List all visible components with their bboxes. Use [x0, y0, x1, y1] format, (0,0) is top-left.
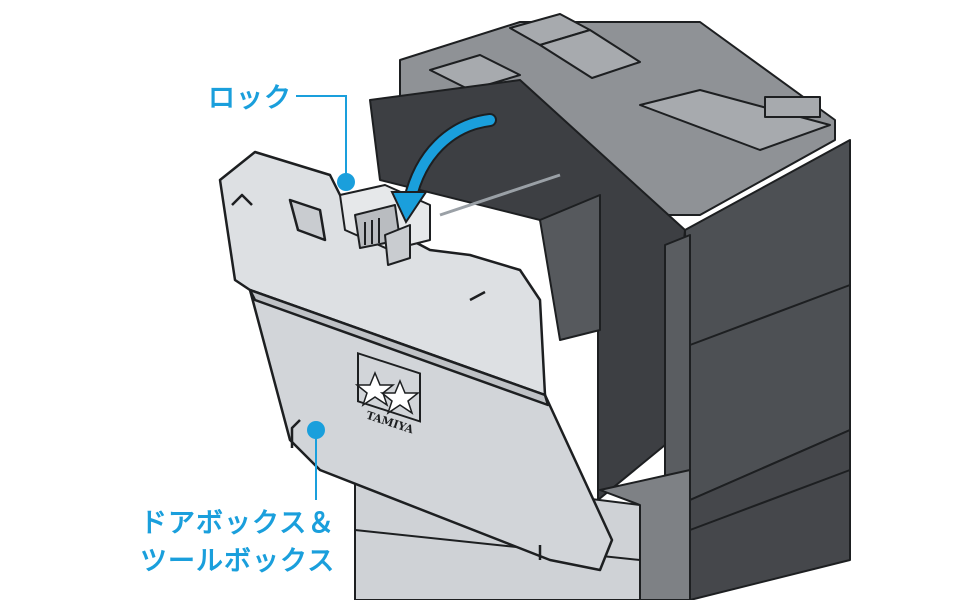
door-tool-box-label: ドアボックス＆ ツールボックス	[140, 505, 335, 581]
door-callout-dot	[307, 421, 325, 439]
lock-label: ロック	[208, 83, 292, 114]
callout-leaders	[296, 95, 355, 500]
door-label-line2: ツールボックス	[140, 546, 336, 577]
motion-arrow	[390, 113, 497, 225]
dark-box-body	[369, 79, 851, 600]
lock-callout-dot	[337, 173, 355, 191]
door-tool-box	[218, 150, 614, 572]
door-label-line1: ドアボックス＆	[140, 508, 336, 539]
